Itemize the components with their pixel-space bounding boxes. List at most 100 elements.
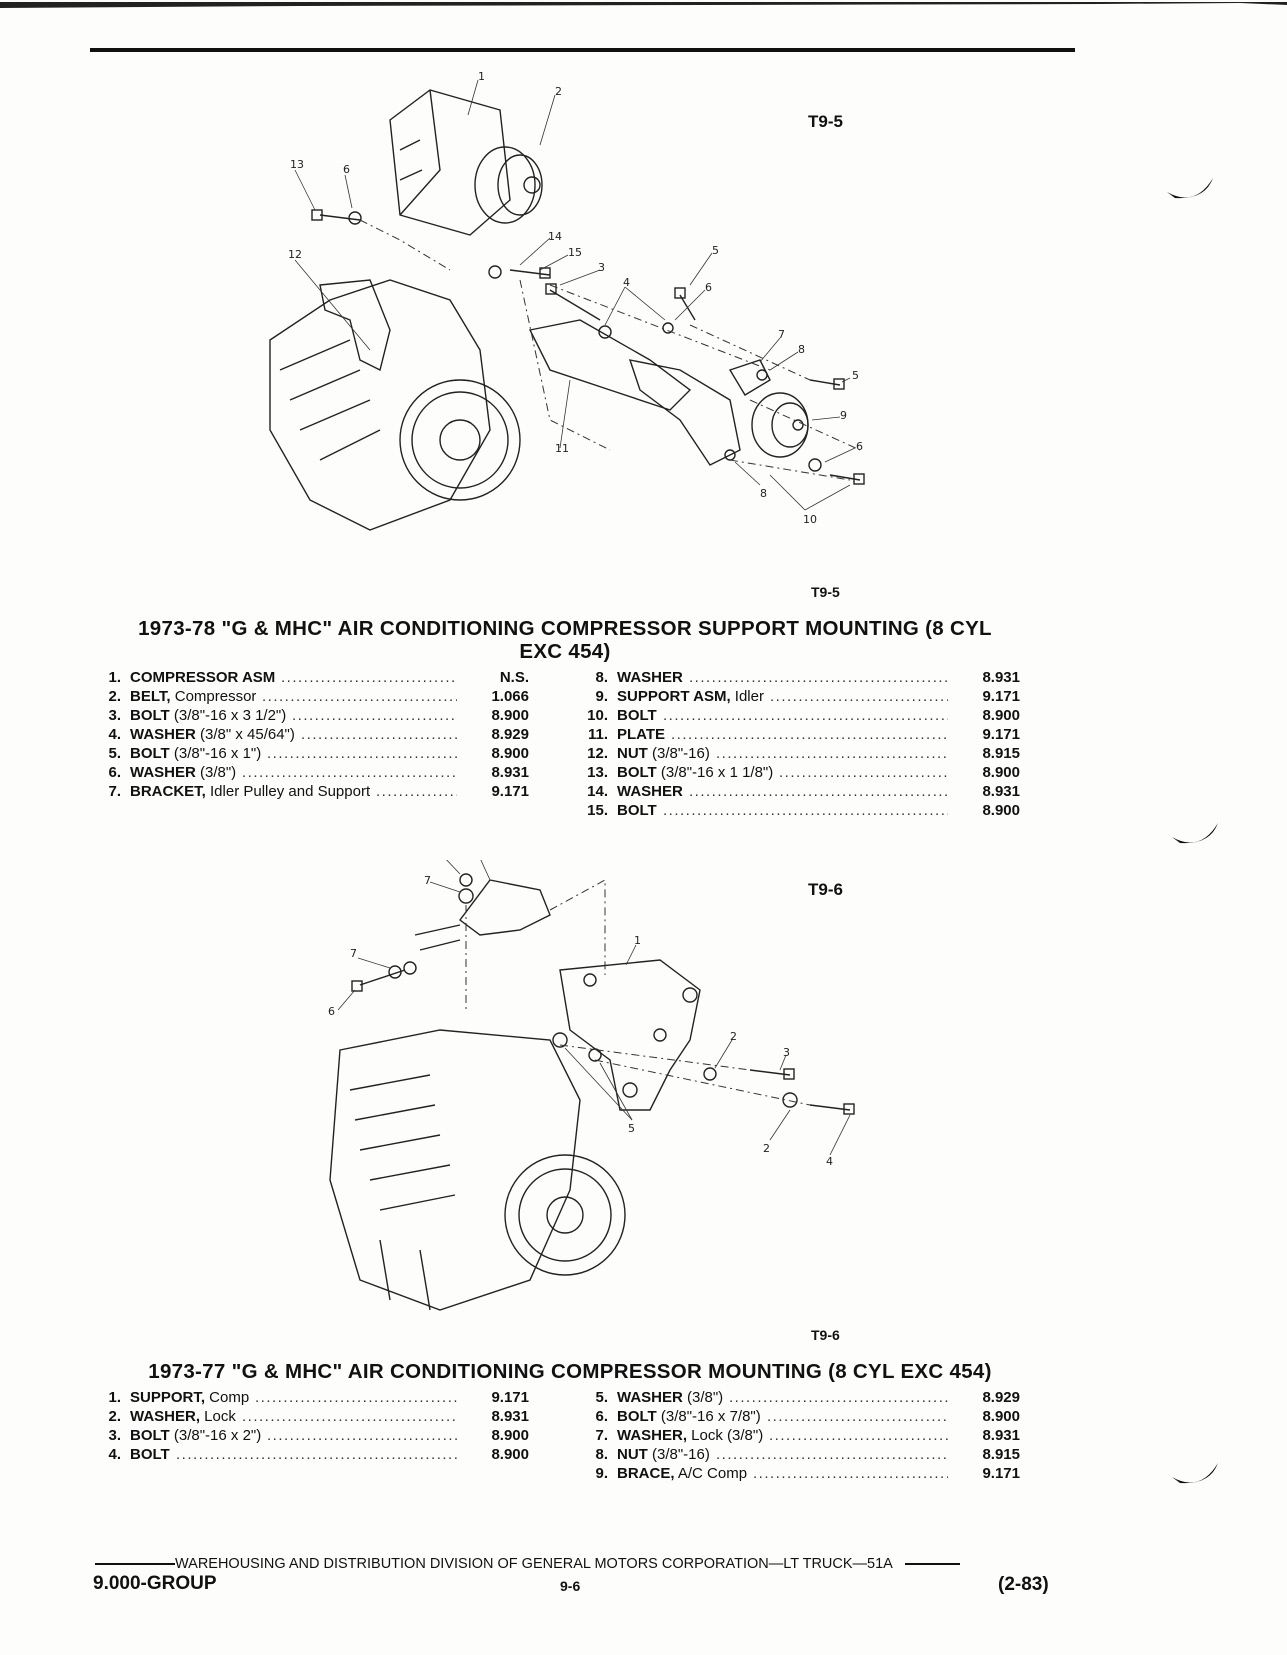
callout-14: 14 bbox=[548, 230, 562, 243]
callout-4: 4 bbox=[623, 276, 630, 289]
part-description: (3/8") bbox=[682, 1389, 724, 1406]
part-name-bold: BOLT bbox=[617, 764, 657, 781]
part-name-bold: WASHER bbox=[617, 1389, 683, 1406]
part-code: 8.900 bbox=[982, 1408, 1020, 1425]
figure2-ref-bottom: T9-6 bbox=[811, 1327, 840, 1343]
leader-dots: ........................................… bbox=[262, 688, 457, 705]
part-name: PLATE bbox=[617, 725, 665, 744]
part-row: 8.WASHER................................… bbox=[580, 668, 1070, 687]
part-name-bold: BRACE, bbox=[617, 1465, 675, 1482]
part-number: 11. bbox=[587, 726, 608, 743]
part-description: (3/8" x 45/64") bbox=[195, 726, 295, 743]
part-code: 8.900 bbox=[491, 1427, 529, 1444]
callout2-2: 2 bbox=[730, 1030, 737, 1043]
part-row: 9.BRACE, A/C Comp.......................… bbox=[580, 1464, 1070, 1483]
leader-dots: ........................................… bbox=[301, 726, 457, 743]
part-name: COMPRESSOR ASM bbox=[130, 668, 275, 687]
part-number: 2. bbox=[108, 688, 121, 705]
part-name-bold: BOLT bbox=[130, 707, 170, 724]
part-number: 15. bbox=[587, 802, 608, 819]
figure1-ref-top: T9-5 bbox=[808, 112, 843, 131]
part-number: 1. bbox=[108, 669, 121, 686]
part-number: 12. bbox=[587, 745, 608, 762]
part-row: 6.WASHER (3/8").........................… bbox=[93, 763, 553, 782]
callout2-5: 5 bbox=[628, 1122, 635, 1135]
callout2-3: 3 bbox=[783, 1046, 790, 1059]
part-code: 9.171 bbox=[491, 1389, 529, 1406]
part-code: 8.929 bbox=[982, 1389, 1020, 1406]
leader-dots: ........................................… bbox=[716, 1446, 948, 1463]
part-row: 7.WASHER, Lock (3/8")...................… bbox=[580, 1426, 1070, 1445]
section1-left-list: 1. COMPRESSOR ASM........................… bbox=[93, 668, 553, 801]
part-description: Idler Pulley and Support bbox=[205, 783, 371, 800]
part-row: 10.BOLT.................................… bbox=[580, 706, 1070, 725]
leader-dots: ........................................… bbox=[729, 1389, 948, 1406]
callout-1: 1 bbox=[478, 70, 485, 83]
figure-t9-5: 1 2 13 6 14 15 3 5 6 4 12 7 8 5 9 6 11 8… bbox=[250, 70, 940, 560]
part-code: 8.931 bbox=[491, 764, 529, 781]
part-name: BOLT (3/8"-16 x 3 1/2") bbox=[130, 706, 286, 725]
part-name: SUPPORT, Comp bbox=[130, 1388, 249, 1407]
leader-dots: ........................................… bbox=[663, 802, 948, 819]
callout2-7b: 7 bbox=[350, 947, 357, 960]
part-number: 13. bbox=[587, 764, 608, 781]
part-description: Lock (3/8") bbox=[687, 1427, 764, 1444]
part-name: NUT (3/8"-16) bbox=[617, 744, 710, 763]
part-code: 8.900 bbox=[491, 1446, 529, 1463]
callout2-6: 6 bbox=[328, 1005, 335, 1018]
section2-title: 1973-77 "G & MHC" AIR CONDITIONING COMPR… bbox=[148, 1360, 992, 1383]
part-code: 8.929 bbox=[491, 726, 529, 743]
part-name-bold: BOLT bbox=[130, 1427, 170, 1444]
part-row: 5.WASHER (3/8").........................… bbox=[580, 1388, 1070, 1407]
footer-date: (2-83) bbox=[998, 1574, 1049, 1595]
leader-dots: ........................................… bbox=[255, 1389, 457, 1406]
part-code: 8.900 bbox=[982, 764, 1020, 781]
part-description: (3/8"-16 x 2") bbox=[169, 1427, 262, 1444]
part-row: 7.BRACKET, Idler Pulley and Support.....… bbox=[93, 782, 553, 801]
callout2-2b: 2 bbox=[763, 1142, 770, 1155]
part-name: WASHER, Lock bbox=[130, 1407, 236, 1426]
part-row: 5.BOLT (3/8"-16 x 1")...................… bbox=[93, 744, 553, 763]
part-code: 9.171 bbox=[491, 783, 529, 800]
part-name: BRACKET, Idler Pulley and Support bbox=[130, 782, 370, 801]
footer-rule-right bbox=[904, 1563, 960, 1565]
callout-9: 9 bbox=[840, 409, 847, 422]
callout-8b: 8 bbox=[760, 487, 767, 500]
part-name-bold: WASHER bbox=[617, 783, 683, 800]
section1-title: 1973-78 "G & MHC" AIR CONDITIONING COMPR… bbox=[138, 617, 992, 663]
part-number: 8. bbox=[595, 1446, 608, 1463]
part-name-bold: WASHER, bbox=[617, 1427, 688, 1444]
part-code: 8.900 bbox=[982, 802, 1020, 819]
part-name-bold: BOLT bbox=[617, 707, 657, 724]
part-name: WASHER bbox=[617, 782, 683, 801]
callout-10: 10 bbox=[803, 513, 817, 526]
part-row: 4. WASHER (3/8" x 45/64")................… bbox=[93, 725, 553, 744]
callout2-7: 7 bbox=[424, 874, 431, 887]
part-number: 5. bbox=[108, 745, 121, 762]
part-name: BOLT (3/8"-16 x 7/8") bbox=[617, 1407, 761, 1426]
leader-dots: ........................................… bbox=[770, 688, 948, 705]
leader-dots: ........................................… bbox=[689, 783, 948, 800]
part-description: (3/8"-16) bbox=[647, 1446, 710, 1463]
part-number: 3. bbox=[108, 707, 121, 724]
part-name: SUPPORT ASM, Idler bbox=[617, 687, 764, 706]
leader-dots: ........................................… bbox=[242, 1408, 457, 1425]
leader-dots: ........................................… bbox=[267, 1427, 457, 1444]
callout-5: 5 bbox=[712, 244, 719, 257]
part-number: 14. bbox=[587, 783, 608, 800]
part-name: BOLT bbox=[617, 801, 657, 820]
part-code: 9.171 bbox=[982, 688, 1020, 705]
part-number: 6. bbox=[108, 764, 121, 781]
leader-dots: ........................................… bbox=[767, 1408, 948, 1425]
part-description: (3/8"-16 x 1 1/8") bbox=[656, 764, 774, 781]
part-name-bold: BOLT bbox=[130, 745, 170, 762]
binder-mark-1 bbox=[1167, 178, 1213, 199]
part-number: 6. bbox=[595, 1408, 608, 1425]
part-name-bold: SUPPORT ASM, bbox=[617, 688, 731, 705]
figure1-ref-bottom: T9-5 bbox=[811, 584, 840, 600]
callout2-1: 1 bbox=[634, 934, 641, 947]
part-code: 8.900 bbox=[982, 707, 1020, 724]
part-name-bold: WASHER bbox=[130, 726, 196, 743]
part-number: 4. bbox=[108, 726, 121, 743]
part-name: BOLT (3/8"-16 x 2") bbox=[130, 1426, 261, 1445]
